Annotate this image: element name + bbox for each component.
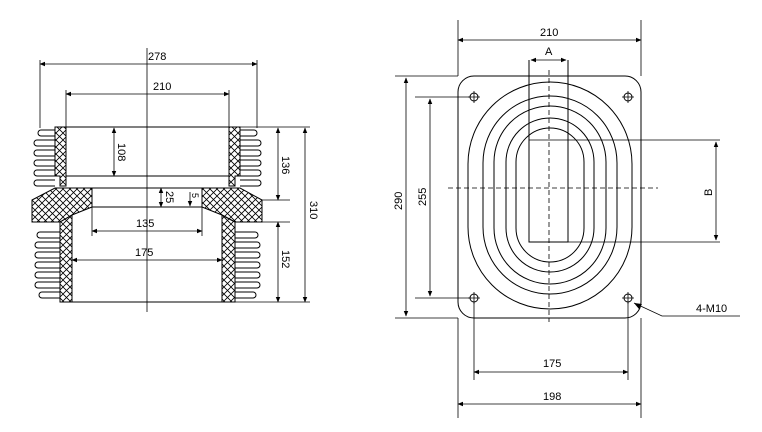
dim-108-label: 108 xyxy=(115,143,127,161)
dim-25-label: 25 xyxy=(163,191,175,203)
left-flange xyxy=(31,187,93,223)
dim-136-label: 136 xyxy=(279,156,291,174)
base-plate xyxy=(457,75,642,319)
bore xyxy=(515,127,585,263)
dim-B-label: B xyxy=(703,189,715,196)
upper-left-wall xyxy=(54,126,67,187)
top-view: 210 A 290 255 B 175 198 4-M10 xyxy=(393,20,740,418)
right-flange xyxy=(201,187,263,223)
dim-255-label: 255 xyxy=(417,188,429,206)
shed-ring-1 xyxy=(467,81,633,310)
shed-ring-2 xyxy=(482,95,618,295)
holes-label: 4-M10 xyxy=(696,303,727,315)
lower-right-wall xyxy=(221,214,236,303)
lower-left-wall xyxy=(59,214,73,303)
dim-210-side-label: 210 xyxy=(153,81,171,93)
insulator-body xyxy=(31,126,263,303)
dim-210-top-label: 210 xyxy=(540,27,558,39)
holes-leader xyxy=(633,302,740,317)
dim-310-label: 310 xyxy=(307,201,319,219)
dim-175-top-label: 175 xyxy=(543,358,561,370)
dim-290-label: 290 xyxy=(393,192,405,210)
dim-152-label: 152 xyxy=(279,250,291,268)
shed-ring-4 xyxy=(505,117,595,273)
dim-A-label: A xyxy=(545,46,553,58)
shed-ring-3 xyxy=(493,105,607,285)
dim-198-label: 198 xyxy=(543,391,561,403)
dim-175-side-label: 175 xyxy=(135,247,153,259)
side-section-view: 278 210 108 25 5 135 175 136 152 310 xyxy=(31,48,319,312)
dim-5-label: 5 xyxy=(190,193,200,198)
center-window xyxy=(528,60,569,243)
left-sheds xyxy=(33,129,60,299)
right-sheds xyxy=(235,129,262,299)
dim-135-label: 135 xyxy=(136,218,154,230)
dim-278-label: 278 xyxy=(148,51,166,63)
upper-right-wall xyxy=(228,126,241,187)
